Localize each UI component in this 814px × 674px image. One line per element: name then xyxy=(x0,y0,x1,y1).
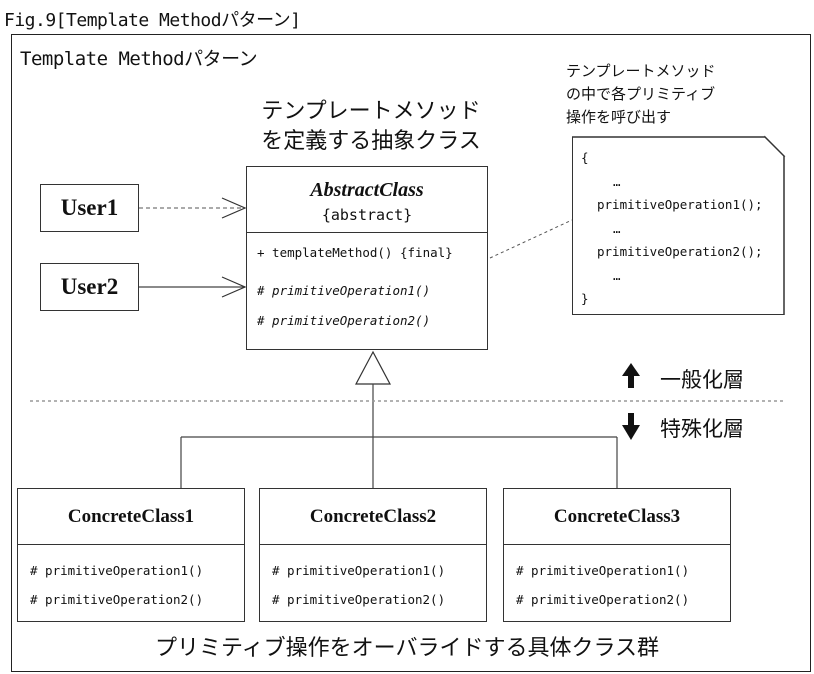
concrete-class-3-name: ConcreteClass3 xyxy=(504,489,730,545)
abstract-class-header: AbstractClass {abstract} xyxy=(247,167,487,233)
note-caption: テンプレートメソッド の中で各プリミティブ 操作を呼び出す xyxy=(566,60,766,129)
up-arrow-icon xyxy=(622,363,640,388)
abstract-class-stereotype: {abstract} xyxy=(321,206,413,224)
concrete-class-2-op-1: # primitiveOperation1() xyxy=(272,563,446,578)
note-code-line: … xyxy=(613,267,621,283)
user2-box: User2 xyxy=(40,263,139,311)
note-caption-line-3: 操作を呼び出す xyxy=(566,108,672,126)
concrete-class-2-box: ConcreteClass2 # primitiveOperation1() #… xyxy=(259,488,487,622)
user2-association-arrowhead xyxy=(221,276,247,298)
down-arrow-icon xyxy=(622,413,640,440)
abstract-heading-line-2: を定義する抽象クラス xyxy=(261,129,481,154)
template-method-op: + templateMethod() {final} xyxy=(257,245,453,260)
abstract-class-box: AbstractClass {abstract} + templateMetho… xyxy=(246,166,488,350)
note-caption-line-2: の中で各プリミティブ xyxy=(566,85,716,103)
concrete-class-2-name: ConcreteClass2 xyxy=(260,489,486,545)
abstract-class-operations: + templateMethod() {final} # primitiveOp… xyxy=(247,233,487,331)
generalization-layer-label: 一般化層 xyxy=(660,368,744,392)
note-code-line: } xyxy=(581,291,589,306)
note-caption-line-1: テンプレートメソッド xyxy=(566,62,716,80)
user1-box: User1 xyxy=(40,184,139,232)
user1-label: User1 xyxy=(60,195,119,220)
diagram-frame xyxy=(11,34,811,672)
abstract-heading-line-1: テンプレートメソッド xyxy=(261,99,481,124)
frame-title: Template Methodパターン xyxy=(20,48,258,70)
figure-caption: Fig.9[Template Methodパターン] xyxy=(4,10,301,31)
concrete-class-1-operations: # primitiveOperation1() # primitiveOpera… xyxy=(18,545,244,614)
concrete-class-3-box: ConcreteClass3 # primitiveOperation1() #… xyxy=(503,488,731,622)
abstract-heading: テンプレートメソッド を定義する抽象クラス xyxy=(236,97,506,157)
note-code-line: primitiveOperation2(); xyxy=(597,244,763,259)
concrete-class-1-box: ConcreteClass1 # primitiveOperation1() #… xyxy=(17,488,245,622)
bottom-caption: プリミティブ操作をオーバライドする具体クラス群 xyxy=(154,636,660,661)
user2-label: User2 xyxy=(60,274,119,299)
note-code: { … primitiveOperation1(); … primitiveOp… xyxy=(581,146,763,311)
concrete-class-1-op-1: # primitiveOperation1() xyxy=(30,563,204,578)
primitive-op-2: # primitiveOperation2() xyxy=(257,313,431,328)
note-code-line: … xyxy=(613,220,621,236)
concrete-class-3-op-2: # primitiveOperation2() xyxy=(516,592,690,607)
concrete-class-1-name: ConcreteClass1 xyxy=(18,489,244,545)
concrete-class-2-op-2: # primitiveOperation2() xyxy=(272,592,446,607)
user1-dependency-arrowhead xyxy=(221,197,247,219)
note-code-line: { xyxy=(581,150,589,165)
note-code-line: primitiveOperation1(); xyxy=(597,197,763,212)
concrete-class-3-op-1: # primitiveOperation1() xyxy=(516,563,690,578)
primitive-op-1: # primitiveOperation1() xyxy=(257,283,431,298)
specialization-layer-label: 特殊化層 xyxy=(660,417,744,441)
concrete-class-1-op-2: # primitiveOperation2() xyxy=(30,592,204,607)
concrete-class-3-operations: # primitiveOperation1() # primitiveOpera… xyxy=(504,545,730,614)
template-method-note xyxy=(572,137,784,315)
note-code-line: … xyxy=(613,173,621,189)
concrete-class-2-operations: # primitiveOperation1() # primitiveOpera… xyxy=(260,545,486,614)
abstract-class-name: AbstractClass xyxy=(310,179,424,201)
